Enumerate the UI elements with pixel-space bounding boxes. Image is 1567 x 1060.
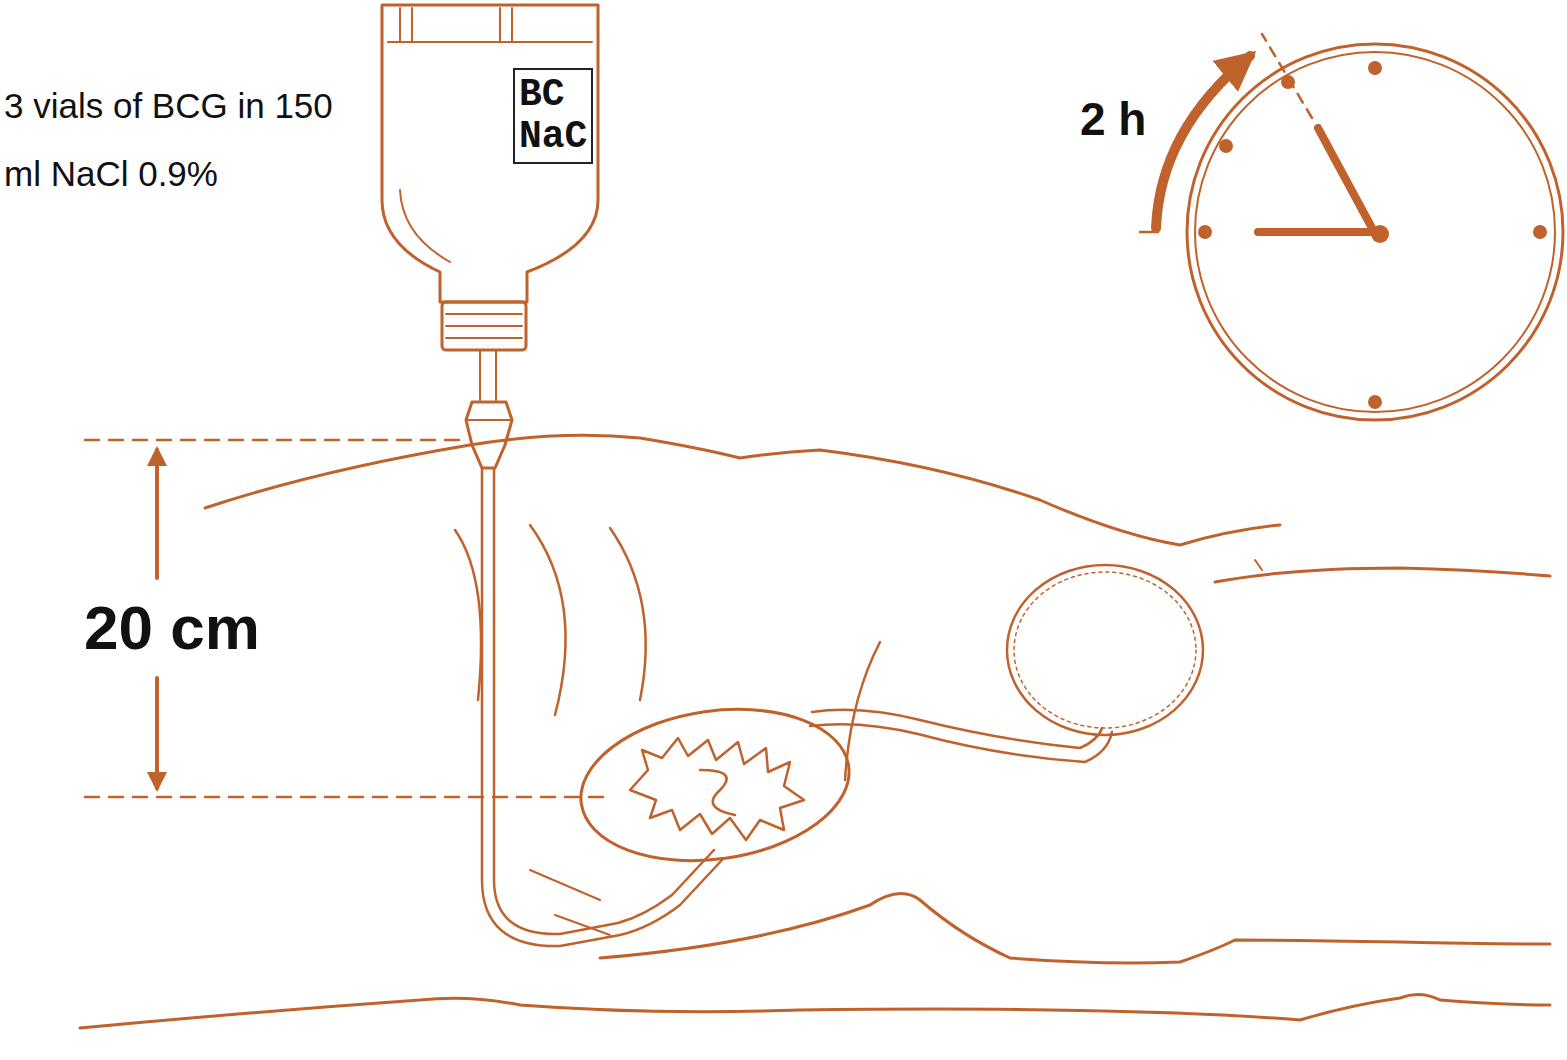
- dose-note: 3 vials of BCG in 150 ml NaCl 0.9%: [4, 72, 354, 208]
- dimension-label: 20 cm: [80, 592, 264, 664]
- duration-label: 2 h: [1080, 92, 1146, 146]
- bottle-label: BC NaC: [513, 68, 593, 164]
- clock: [1140, 34, 1563, 420]
- kidney: [571, 693, 859, 877]
- perfusion-tube: [482, 468, 722, 946]
- drip-connector: [466, 402, 512, 468]
- label-text: BC NaC: [519, 74, 587, 158]
- ureter-and-bladder: [810, 565, 1203, 762]
- infusion-bottle: [382, 5, 598, 400]
- body-outline: [80, 435, 1550, 1028]
